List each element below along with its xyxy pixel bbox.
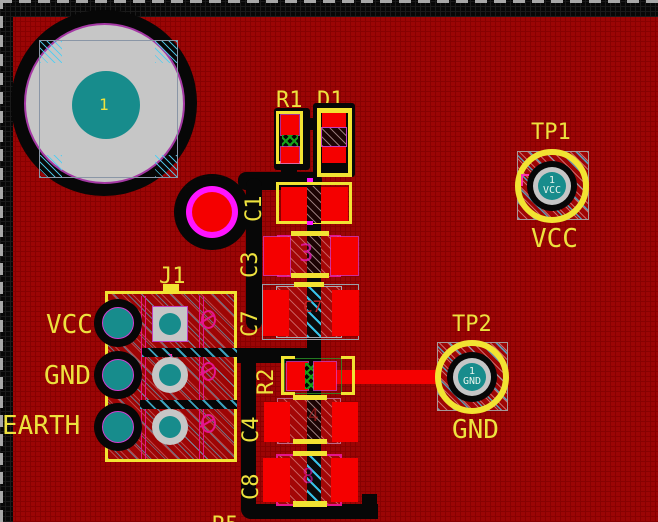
d1-pad-2[interactable] <box>322 147 346 163</box>
c3-center-void <box>307 236 321 276</box>
j1-pin2-hole <box>159 364 181 386</box>
net-label-earth[interactable]: EARTH <box>2 411 81 441</box>
d1-pad-1[interactable] <box>322 113 346 127</box>
refdes-label-c7[interactable]: C7 <box>238 310 263 338</box>
j1-row-separator <box>142 348 237 357</box>
component-c1[interactable] <box>276 182 352 224</box>
r2-outline-right <box>341 356 355 395</box>
j1-pad-1[interactable] <box>102 307 134 339</box>
refdes-label-c8[interactable]: C8 <box>239 473 264 501</box>
c8-center-void <box>307 455 321 505</box>
c7-pad-2[interactable] <box>332 290 359 336</box>
c3-silkscreen: 3 <box>299 239 314 267</box>
trace-vertical-lower[interactable] <box>241 352 256 508</box>
component-d1[interactable] <box>313 103 355 177</box>
j1-symbol <box>199 362 216 381</box>
c4-outline-bottom <box>293 439 327 444</box>
c3-outline-top <box>291 231 329 236</box>
c7-pad-1[interactable] <box>263 290 289 336</box>
refdes-label-c3[interactable]: C3 <box>238 251 263 279</box>
courtyard-hatch <box>155 41 177 63</box>
j1-symbol <box>199 414 216 433</box>
net-label-gnd[interactable]: GND <box>44 361 91 391</box>
r1-pad-1[interactable] <box>281 115 299 135</box>
r2-pad-1[interactable] <box>287 362 308 390</box>
r1-body-mark <box>282 135 298 147</box>
c8-pad-2[interactable] <box>331 458 358 502</box>
c4-pad-2[interactable] <box>332 402 358 442</box>
d1-body <box>321 127 347 147</box>
courtyard-hatch <box>40 41 62 63</box>
j1-pin1-hole <box>159 313 181 335</box>
c1-origin-mark <box>307 178 313 182</box>
trace-bottom-horizontal[interactable] <box>241 504 378 519</box>
tp1-origin-mark <box>521 174 529 186</box>
tp2-keepout-ring <box>435 340 509 414</box>
tp1-net-label[interactable]: VCC <box>531 224 578 254</box>
j1-body-line <box>199 296 200 459</box>
refdes-label-tp2[interactable]: TP2 <box>452 312 492 337</box>
c4-outline-top <box>293 395 327 400</box>
d1-outline-top <box>318 108 350 113</box>
sheet-edge-top <box>0 0 658 3</box>
r2-outline-left <box>281 356 295 395</box>
refdes-label-tp1[interactable]: TP1 <box>531 120 571 145</box>
c4-silkscreen: 4 <box>308 405 319 426</box>
c7-center-void <box>307 287 321 337</box>
refdes-label-c1[interactable]: C1 <box>242 195 267 223</box>
board-edge-top <box>0 0 658 17</box>
refdes-label-r2[interactable]: R2 <box>254 368 279 396</box>
mount-hole-drill[interactable] <box>72 71 140 139</box>
j1-row-separator <box>140 400 237 409</box>
mount-hole-courtyard <box>39 40 178 178</box>
c8-outline-top <box>293 451 327 456</box>
c3-pad-2[interactable] <box>331 237 358 275</box>
j1-body-line <box>145 296 146 459</box>
courtyard-hatch <box>40 155 62 177</box>
refdes-label-r1[interactable]: R1 <box>276 88 303 113</box>
c8-silkscreen: 8 <box>302 464 315 488</box>
r2-courtyard <box>284 358 342 394</box>
j1-pin3-hole <box>159 416 181 438</box>
mount-hole-pad-number: 1 <box>99 95 109 114</box>
r2-pad-2[interactable] <box>314 362 336 390</box>
c1-origin-mark <box>307 221 313 225</box>
j1-key-notch <box>163 284 179 292</box>
j1-symbol <box>199 310 216 329</box>
refdes-label-r5-partial[interactable]: R5 <box>212 515 239 522</box>
c3-pad-1[interactable] <box>264 237 290 275</box>
d1-outline <box>317 108 352 177</box>
via[interactable] <box>192 192 232 232</box>
board-edge-left <box>0 0 13 522</box>
refdes-label-j1[interactable]: J1 <box>159 264 186 289</box>
trace-vertical-to-j1[interactable] <box>246 178 262 330</box>
sheet-edge-left <box>0 0 3 522</box>
c1-body <box>307 186 321 223</box>
courtyard-hatch <box>155 155 177 177</box>
r1-pad-2[interactable] <box>281 147 299 163</box>
c8-pad-1[interactable] <box>263 458 290 502</box>
c3-outline-bottom <box>291 273 329 278</box>
j1-pad-2[interactable] <box>102 359 134 391</box>
tp1-keepout-ring <box>515 149 589 223</box>
c7-outline-top <box>294 282 324 287</box>
c8-outline-bottom <box>293 501 327 507</box>
j1-pad-3[interactable] <box>102 411 134 443</box>
c7-silkscreen: C7 <box>303 297 323 316</box>
trace-c8-stub[interactable] <box>362 494 377 508</box>
trace-red-r2-tp2[interactable] <box>334 370 456 384</box>
net-label-vcc[interactable]: VCC <box>46 310 93 340</box>
c4-pad-1[interactable] <box>264 402 290 442</box>
c1-pad-1[interactable] <box>281 187 307 221</box>
tp2-net-label[interactable]: GND <box>452 415 499 445</box>
c1-pad-2[interactable] <box>321 187 348 221</box>
c4-center-void <box>307 399 321 443</box>
component-r1[interactable] <box>274 108 310 170</box>
refdes-label-c4[interactable]: C4 <box>239 416 264 444</box>
